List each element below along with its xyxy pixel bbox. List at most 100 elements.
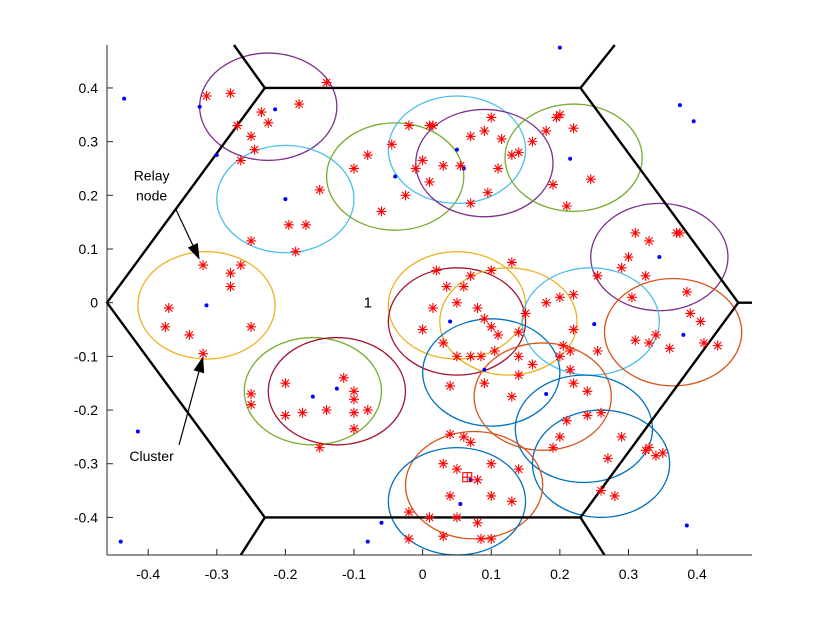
cluster-member-point bbox=[558, 340, 569, 351]
relay-node-point bbox=[310, 394, 315, 399]
cluster-member-point bbox=[184, 329, 195, 340]
annotation-arrow-shaft bbox=[178, 371, 200, 446]
relay-node-point bbox=[214, 153, 219, 158]
cluster-member-point bbox=[506, 257, 517, 268]
cluster-member-point bbox=[403, 507, 414, 518]
x-tick-label: 0.1 bbox=[482, 566, 502, 582]
cluster-member-point bbox=[314, 184, 325, 195]
cluster-member-point bbox=[568, 324, 579, 335]
annotation-arrow-head bbox=[193, 356, 205, 374]
relay-node-point bbox=[681, 332, 686, 337]
cluster-member-point bbox=[561, 415, 572, 426]
cluster-member-point bbox=[465, 131, 476, 142]
cluster-member-point bbox=[349, 423, 360, 434]
cluster-member-point bbox=[163, 303, 174, 314]
cluster-member-point bbox=[472, 303, 483, 314]
cluster-member-point bbox=[403, 120, 414, 131]
cluster-member-point bbox=[486, 265, 497, 276]
cluster-circle-3 bbox=[325, 122, 465, 231]
cluster-member-point bbox=[198, 348, 209, 359]
y-tick-label: -0.3 bbox=[74, 456, 98, 472]
cluster-member-point bbox=[712, 340, 723, 351]
cluster-member-point bbox=[465, 270, 476, 281]
cluster-member-point bbox=[410, 163, 421, 174]
cluster-member-point bbox=[568, 123, 579, 134]
cluster-member-point bbox=[263, 117, 274, 128]
relay-node-point bbox=[544, 391, 549, 396]
cluster-member-point bbox=[246, 235, 257, 246]
cluster-member-point bbox=[486, 112, 497, 123]
y-tick-label: -0.4 bbox=[74, 509, 98, 525]
relay-node-point bbox=[379, 520, 384, 525]
y-tick-label: -0.1 bbox=[74, 348, 98, 364]
cluster-member-point bbox=[246, 388, 257, 399]
annotation-arrow-shaft bbox=[175, 208, 194, 246]
cluster-member-point bbox=[225, 268, 236, 279]
cluster-circle-17 bbox=[267, 336, 407, 446]
cluster-member-point bbox=[451, 297, 462, 308]
cluster-member-point bbox=[479, 313, 490, 324]
cluster-circle-2 bbox=[216, 144, 355, 254]
x-tick-label: -0.2 bbox=[273, 566, 297, 582]
relay-node-point bbox=[592, 322, 597, 327]
cluster-circle-8 bbox=[137, 251, 276, 360]
cluster-head-square bbox=[462, 472, 473, 483]
cluster-member-point bbox=[685, 308, 696, 319]
annotation-text: Cluster bbox=[129, 448, 174, 464]
cluster-member-point bbox=[201, 91, 212, 101]
cluster-circle-6 bbox=[504, 103, 643, 213]
cluster-member-point bbox=[417, 324, 428, 335]
hexagon-edge-extension bbox=[579, 516, 606, 556]
relay-node-point bbox=[557, 45, 562, 50]
cluster-member-point bbox=[565, 364, 576, 375]
cluster-member-point bbox=[486, 533, 497, 544]
cluster-member-point bbox=[513, 464, 524, 475]
hexagon-edge-extension bbox=[232, 44, 266, 89]
cluster-circle-5 bbox=[415, 108, 554, 218]
cluster-member-point bbox=[565, 346, 576, 356]
cluster-member-point bbox=[232, 120, 243, 131]
cluster-member-point bbox=[297, 407, 308, 418]
x-tick-label: -0.3 bbox=[205, 566, 229, 582]
cluster-member-point bbox=[630, 227, 641, 238]
cluster-member-point bbox=[445, 380, 456, 391]
cluster-member-point bbox=[548, 179, 559, 190]
cluster-member-point bbox=[479, 378, 490, 389]
cluster-member-point bbox=[475, 351, 486, 362]
y-tick-label: 0.4 bbox=[79, 80, 99, 96]
cluster-member-point bbox=[548, 442, 559, 453]
cluster-member-point bbox=[596, 485, 607, 496]
cluster-member-point bbox=[198, 260, 209, 271]
cluster-circle-11 bbox=[439, 267, 578, 376]
cluster-member-point bbox=[486, 458, 497, 469]
cluster-member-point bbox=[458, 431, 469, 442]
cluster-member-point bbox=[465, 198, 476, 209]
relay-node-point bbox=[118, 539, 123, 544]
cluster-member-point bbox=[424, 176, 435, 187]
cluster-member-point bbox=[249, 144, 260, 155]
cluster-member-point bbox=[445, 490, 456, 501]
cluster-member-point bbox=[431, 265, 442, 276]
cluster-member-point bbox=[609, 490, 620, 501]
cluster-member-point bbox=[472, 474, 483, 485]
annotation-line: Relay bbox=[134, 167, 170, 183]
cluster-member-point bbox=[438, 458, 449, 469]
cluster-member-point bbox=[489, 346, 500, 356]
cluster-member-point bbox=[582, 386, 593, 397]
cluster-member-point bbox=[506, 391, 517, 402]
cluster-member-point bbox=[349, 386, 360, 397]
x-tick-label: 0 bbox=[419, 566, 427, 582]
cluster-member-point bbox=[235, 260, 246, 271]
cluster-member-point bbox=[300, 219, 311, 230]
cell-label: 1 bbox=[364, 295, 372, 312]
cluster-member-point bbox=[554, 351, 565, 362]
cluster-member-point bbox=[256, 107, 267, 118]
x-tick-label: -0.1 bbox=[342, 566, 366, 582]
cluster-circle-16 bbox=[243, 336, 383, 446]
cluster-member-point bbox=[650, 450, 661, 461]
cluster-member-point bbox=[592, 270, 603, 281]
cluster-circle-19 bbox=[531, 409, 671, 519]
cluster-member-point bbox=[314, 442, 325, 453]
